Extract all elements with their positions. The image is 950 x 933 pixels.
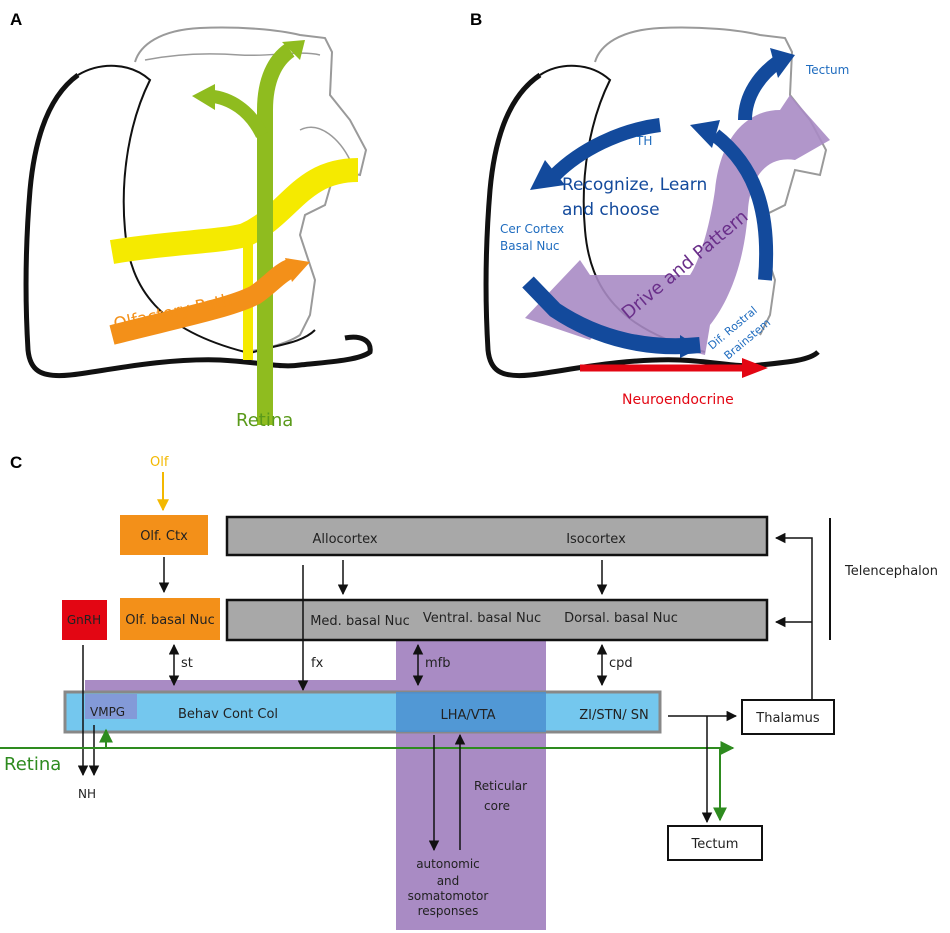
panel-b-tectum-label: Tectum — [805, 63, 849, 77]
purple-column — [396, 640, 546, 930]
behav-cont-col-label: Behav Cont Col — [178, 707, 278, 722]
dorsal-basal-nuc-label: Dorsal. basal Nuc — [564, 611, 678, 626]
gnrh-label: GnRH — [67, 613, 101, 627]
panel-a-inner-outline — [134, 26, 368, 353]
panel-a-letter: A — [10, 10, 22, 29]
responses-label: responses — [418, 904, 479, 918]
thalamus-to-cortex-arrow — [774, 532, 813, 700]
st-label: st — [181, 656, 193, 671]
basal-nuc-box — [225, 598, 769, 642]
core-label: core — [484, 799, 510, 813]
fx-label: fx — [311, 656, 324, 671]
somatomotor-label: somatomotor — [408, 889, 489, 903]
panel-b-drive-arrow — [525, 95, 830, 355]
panel-c-letter: C — [10, 453, 22, 472]
olf-label: Olf — [150, 455, 169, 470]
olf-ctx-box — [120, 515, 208, 555]
panel-b-blue-arrow-mid — [710, 129, 774, 281]
autonomic-label: autonomic — [416, 857, 480, 871]
panel-a-retina-arrowhead-top — [282, 40, 305, 60]
telencephalon-label: Telencephalon — [844, 564, 938, 579]
panel-b-blue-arrow-top — [738, 56, 783, 121]
vmpg-region — [85, 694, 137, 719]
nh-label: NH — [78, 787, 96, 801]
gnrh-box — [62, 600, 107, 640]
lha-vta-overlap — [396, 692, 546, 732]
panel-b-basal-nuc-label: Basal Nuc — [500, 239, 560, 253]
tectum-label: Tectum — [691, 837, 739, 852]
reticular-label: Reticular — [474, 779, 527, 793]
panel-a-outer-outline — [23, 72, 373, 379]
olf-basal-nuc-box — [120, 598, 220, 640]
zi-stn-sn-label: ZI/STN/ SN — [579, 708, 649, 723]
behav-cont-col-box — [63, 690, 662, 734]
purple-band — [85, 680, 405, 692]
allocortex-label: Allocortex — [312, 532, 377, 547]
lha-vta-label: LHA/VTA — [440, 708, 495, 723]
olf-ctx-label: Olf. Ctx — [140, 529, 188, 544]
cortex-box — [225, 515, 769, 557]
panel-b-th-label: TH — [635, 134, 652, 148]
thalamus-label: Thalamus — [755, 711, 820, 726]
panel-a-retina-branch — [209, 89, 268, 139]
panel-a-retina-label: Retina — [236, 410, 293, 431]
panel-b-neuroendocrine-label: Neuroendocrine — [622, 392, 734, 408]
panel-a-olfactory-path — [109, 258, 296, 345]
ventral-basal-nuc-label: Ventral. basal Nuc — [423, 611, 541, 626]
panel-a-yellow-path — [109, 158, 359, 264]
med-basal-nuc-label: Med. basal Nuc — [310, 614, 410, 629]
panel-b-recognize-line1: Recognize, Learn — [562, 175, 707, 195]
tectum-box — [667, 825, 763, 861]
vmpg-label: VMPG — [90, 705, 125, 719]
panel-a-retina-arrowhead-left — [192, 84, 215, 110]
panel-b-blue-arrow-left — [550, 118, 661, 181]
isocortex-label: Isocortex — [566, 532, 626, 547]
mfb-label: mfb — [425, 656, 451, 671]
cpd-label: cpd — [609, 656, 633, 671]
panel-a-retina-path — [257, 43, 295, 425]
and-label: and — [437, 874, 460, 888]
olf-basal-nuc-label: Olf. basal Nuc — [125, 613, 215, 628]
panel-b-cer-cortex-label: Cer Cortex — [500, 222, 564, 236]
thalamus-box — [741, 699, 835, 735]
retina-label: Retina — [4, 754, 61, 775]
panel-a-olfactory-arrowhead — [285, 258, 310, 282]
panel-b-letter: B — [470, 10, 482, 29]
panel-b-recognize-line2: and choose — [562, 200, 660, 220]
